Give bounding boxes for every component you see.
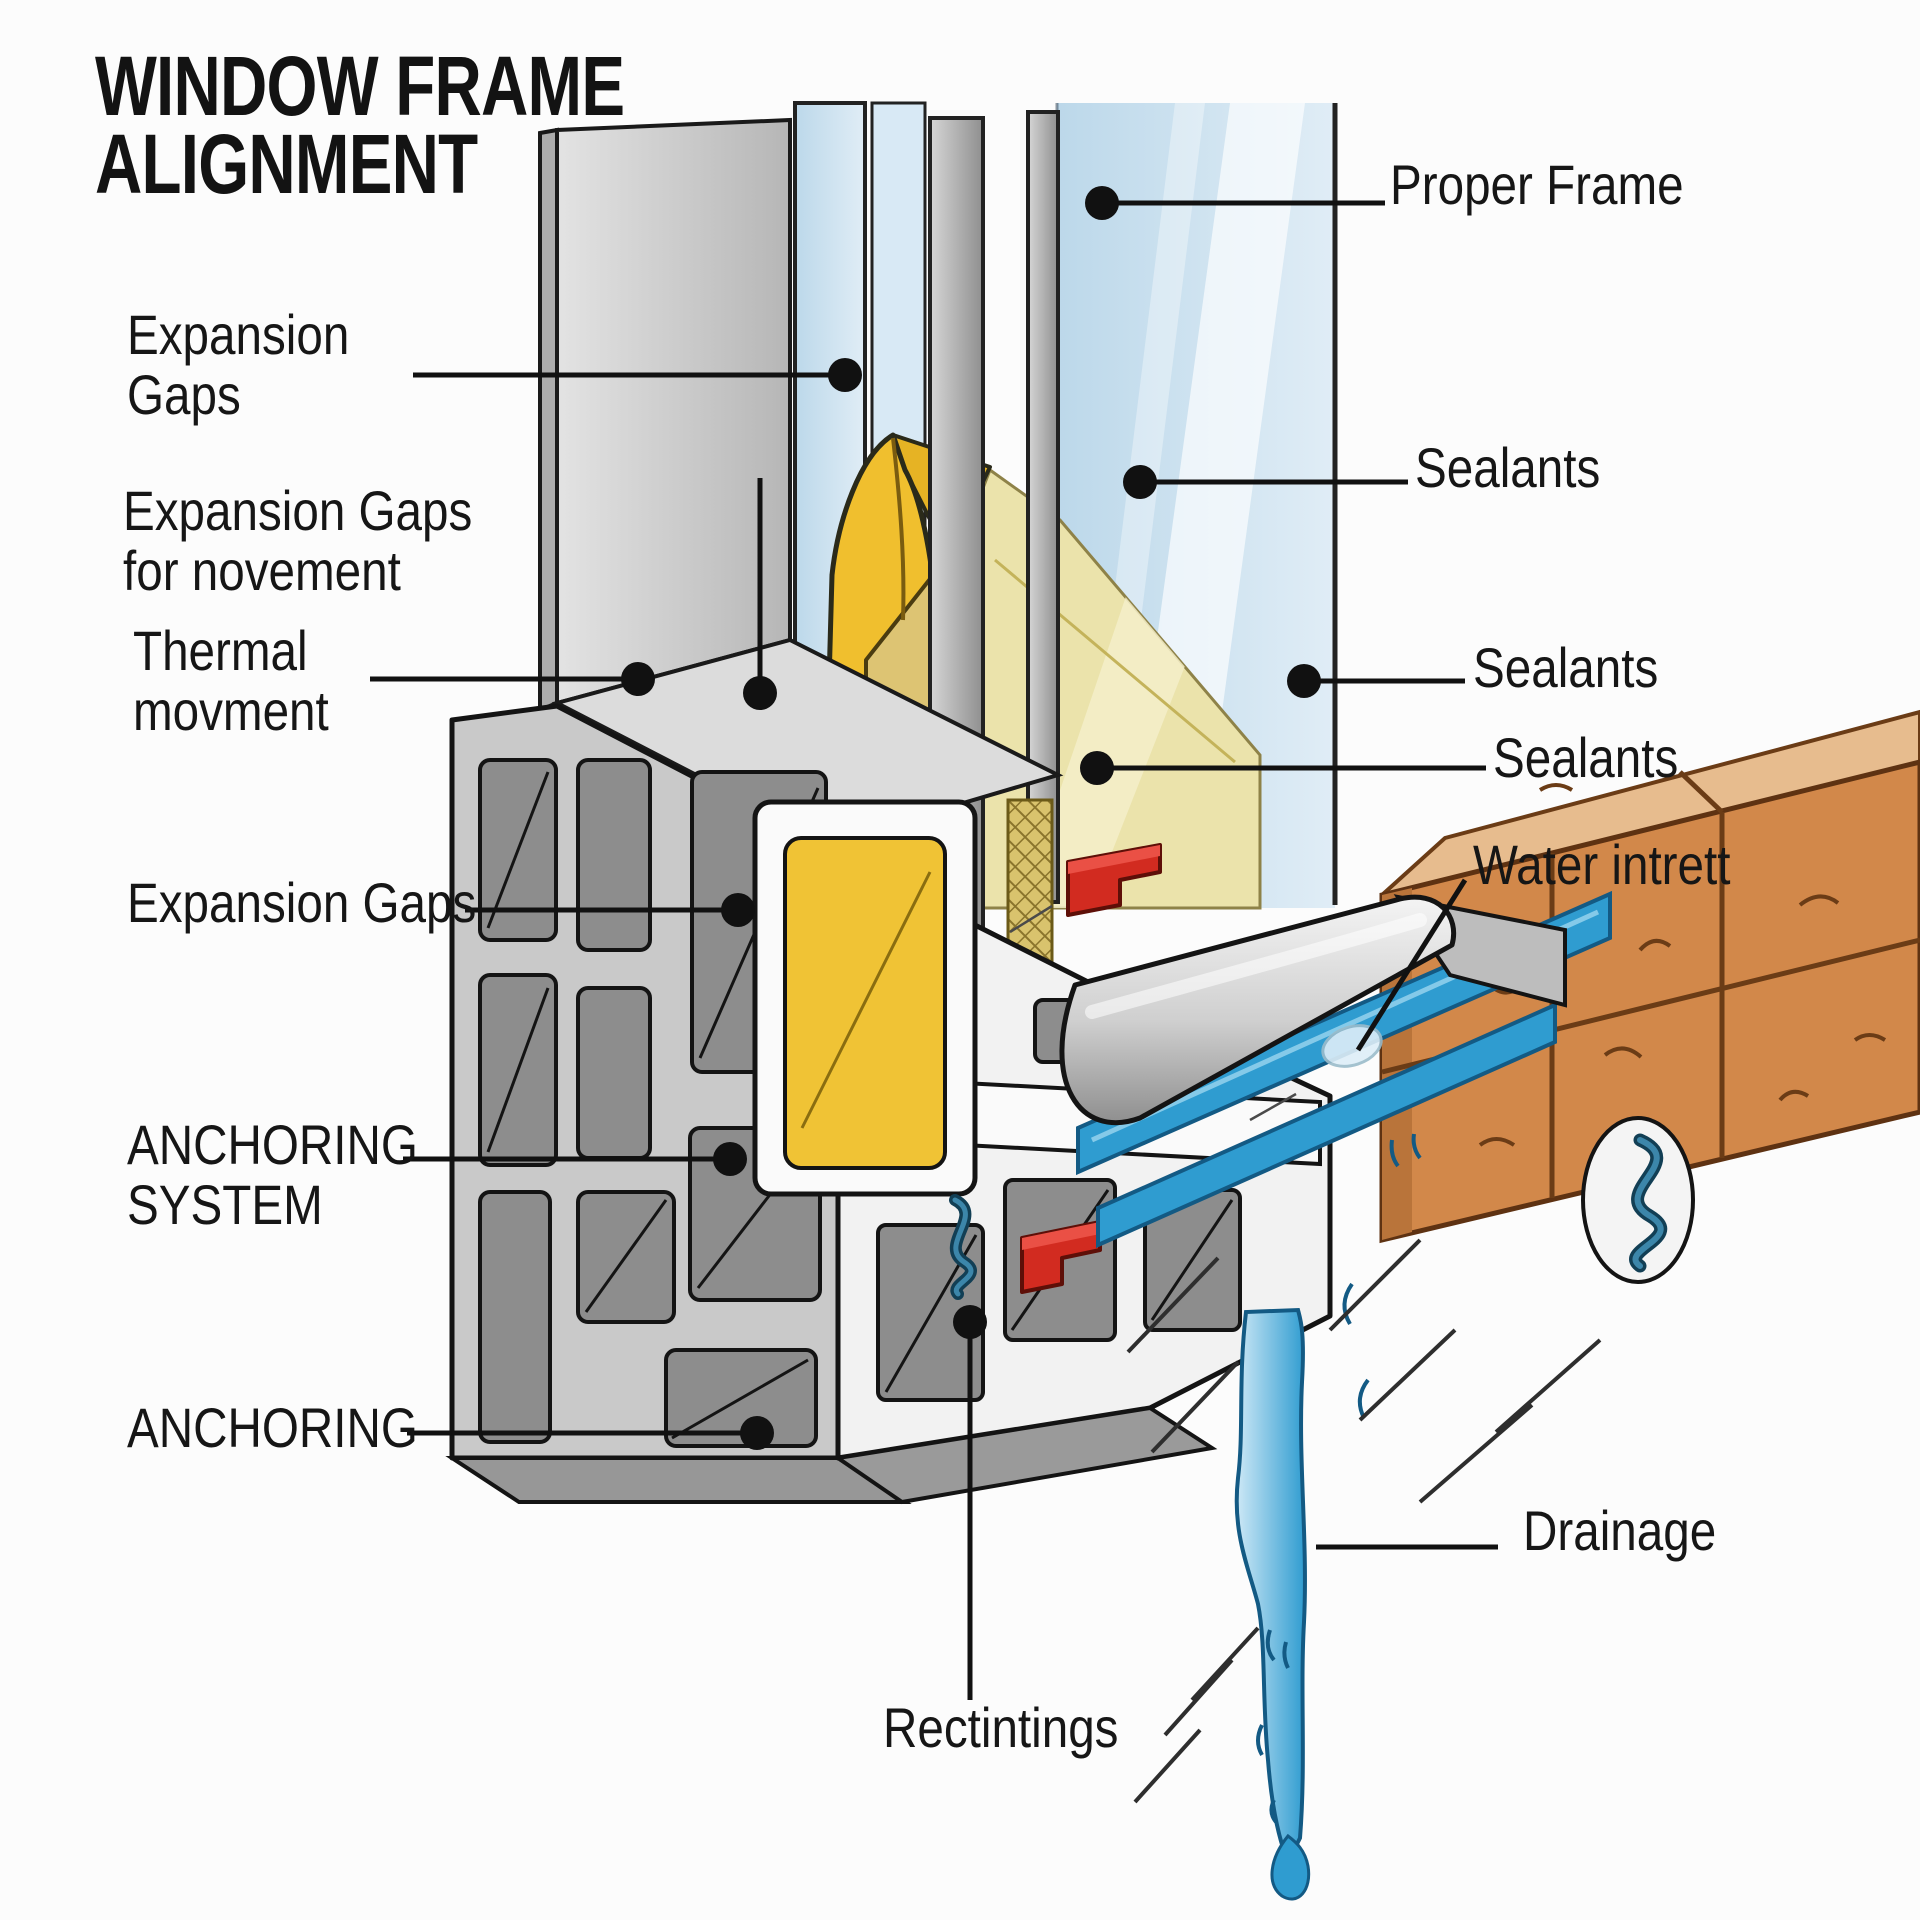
label-sealants-3: Sealants [1493,726,1679,789]
water-stream [1234,1133,1422,1901]
dot-rectintings [953,1305,987,1339]
label-expansion-gaps-mid: Expansion Gaps [127,871,477,934]
label-expansion-gaps-top: Expansion Gaps [127,303,350,426]
dot-expansion-gaps-top [828,358,862,392]
label-drainage: Drainage [1523,1499,1717,1562]
label-thermal-movement: Thermal movment [133,619,329,742]
label-water-intrett: Water intrett [1473,833,1731,896]
stream-flow-marks [1256,1133,1422,1824]
dot-anchoring-system [713,1142,747,1176]
dot-proper-frame [1085,186,1119,220]
label-expansion-gaps-movement: Expansion Gaps for novement [123,479,473,602]
left-wall-slab [538,117,792,713]
sealant-insert-channel [752,799,978,1197]
label-anchoring: ANCHORING [127,1396,418,1459]
dot-anchoring [740,1416,774,1450]
leader-water-intrett [1355,878,1468,1052]
dot-expansion-gaps-mid [721,893,755,927]
window-sill [1059,894,1567,1126]
dot-sealants-1 [1123,465,1157,499]
label-rectintings: Rectintings [883,1696,1119,1759]
gasket-squiggle-mid-fill [952,1197,974,1297]
dot-expansion-gaps-movement [743,676,777,710]
dot-sealants-3 [1080,751,1114,785]
leader-dots [621,186,1321,1450]
page-title: WINDOW FRAME ALIGNMENT [95,39,625,211]
label-sealants-2: Sealants [1473,636,1659,699]
label-anchoring-system: ANCHORING SYSTEM [127,1113,418,1236]
dot-thermal-movement [621,662,655,696]
label-sealants-1: Sealants [1415,436,1601,499]
water-droplet [1270,1833,1311,1901]
fixing-clip-top [1066,843,1162,917]
gasket-squiggle-brick [1581,1116,1695,1284]
ground-hatching [1126,1238,1602,1804]
leader-lines [370,200,1498,1700]
dot-sealants-2 [1287,664,1321,698]
label-proper-frame: Proper Frame [1390,153,1684,216]
